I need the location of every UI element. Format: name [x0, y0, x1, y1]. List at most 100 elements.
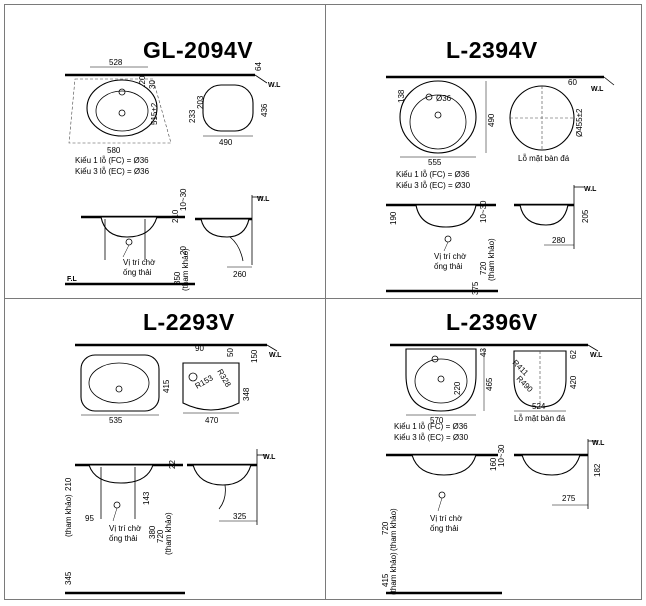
leader-line — [122, 244, 130, 258]
basin-side-profile — [100, 216, 158, 238]
wall-leader — [254, 74, 268, 84]
basin-top-outline — [80, 354, 160, 412]
dim-label: 436 — [260, 103, 269, 117]
dim-label: 325 — [233, 512, 247, 521]
drain-label: Vị trí chờ — [123, 258, 156, 267]
basin-side-profile — [415, 204, 477, 228]
dim-label: 60 — [568, 78, 577, 87]
dim-label: 720 — [479, 261, 488, 275]
l-2394v-drawing: W.L 60 Ø36 138 555 490 Ø455±2 Lỗ mặt bàn… — [386, 75, 615, 295]
dim-label: 345 — [64, 571, 73, 585]
dim-label: 420 — [569, 375, 578, 389]
basin-side-profile — [519, 204, 569, 226]
drain-marker — [438, 491, 446, 499]
wall-leader — [603, 76, 615, 86]
basin-bowl — [88, 362, 150, 404]
countertop-note: Lỗ mặt bàn đá — [514, 414, 566, 423]
wall-leader — [587, 344, 599, 352]
dim-label: Ø36 — [436, 94, 452, 103]
wall-label: W.L — [590, 352, 603, 359]
basin-side-profile — [521, 454, 581, 476]
drain-label: ống thải — [123, 268, 152, 277]
drain-label: Vị trí chờ — [109, 524, 142, 533]
model-title: L-2394V — [446, 37, 538, 63]
gl-2094v-drawing: W.L 64 528 120 30 580 515±2 233 203 436 … — [65, 58, 281, 291]
dim-label: (tham khảo) — [389, 508, 398, 551]
faucet-note: Kiểu 3 lỗ (EC) = Ø30 — [396, 181, 471, 190]
basin-side-profile — [411, 454, 477, 476]
dim-label: 210 — [171, 209, 180, 223]
floor-label: F.L — [67, 276, 77, 283]
panel-gl-2094v: GL-2094V W.L 64 528 120 30 580 515±2 233… — [4, 4, 326, 299]
cutout-template — [182, 362, 240, 411]
dim-label: 260 — [233, 270, 247, 279]
drain-label: ống thải — [434, 262, 463, 271]
dim-label: 182 — [593, 463, 602, 477]
faucet-note: Kiểu 1 lỗ (FC) = Ø36 — [394, 422, 468, 431]
dim-label: 380 — [148, 525, 157, 539]
dim-label: 210 — [64, 477, 73, 491]
faucet-note: Kiểu 3 lỗ (EC) = Ø30 — [394, 433, 469, 442]
dim-label: 90 — [195, 344, 204, 353]
faucet-hole — [425, 93, 433, 101]
dim-label: 160 — [489, 457, 498, 471]
dim-label: 535 — [109, 416, 123, 425]
dim-label: 415 — [162, 379, 171, 393]
bracket — [229, 236, 244, 262]
drain-marker — [113, 501, 121, 509]
dim-label: 30 — [148, 80, 157, 89]
drain-hole — [115, 385, 123, 393]
dim-label: 280 — [552, 236, 566, 245]
dim-label: 22 — [168, 460, 177, 469]
basin-top-outline — [405, 348, 477, 412]
dim-label: 62 — [569, 350, 578, 359]
faucet-hole — [188, 372, 198, 382]
dim-label: 415 — [381, 573, 390, 587]
basin-side-profile — [88, 464, 154, 484]
drain-marker — [444, 235, 452, 243]
basin-side-profile — [192, 464, 252, 486]
drain-hole — [118, 109, 126, 117]
basin-top-outline — [399, 80, 477, 154]
dim-label: 570 — [430, 416, 444, 425]
leader-line — [443, 241, 449, 252]
basin-bowl — [409, 94, 467, 150]
dim-label: 515±2 — [150, 102, 159, 125]
dim-label: (tham khảo) — [389, 552, 398, 595]
dim-label: 275 — [562, 494, 576, 503]
basin-bowl — [95, 90, 149, 132]
dim-label: 720 — [156, 529, 165, 543]
dim-label: 470 — [205, 416, 219, 425]
dim-label: 580 — [107, 146, 121, 155]
dim-label: 490 — [219, 138, 233, 147]
l-2396v-drawing: W.L 43 220 465 570 R411 R490 420 62 524 … — [381, 343, 605, 595]
dim-label: (tham khảo) — [487, 238, 496, 281]
dim-label: 190 — [389, 211, 398, 225]
basin-side-profile — [200, 218, 250, 238]
model-title: L-2293V — [143, 309, 235, 335]
wall-label: W.L — [269, 352, 282, 359]
drain-hole — [434, 111, 442, 119]
dim-label: 203 — [196, 95, 205, 109]
basin-top-outline — [86, 79, 158, 137]
dim-label: 10~30 — [179, 188, 188, 211]
countertop-outline — [68, 78, 172, 144]
dim-label: (tham khảo) — [164, 512, 173, 555]
cutout-template — [202, 84, 254, 132]
drain-marker — [125, 238, 133, 246]
drain-label: ống thải — [430, 524, 459, 533]
drain-hole — [437, 375, 445, 383]
dim-label: 465 — [485, 377, 494, 391]
dim-label: 10~30 — [479, 200, 488, 223]
faucet-hole — [118, 88, 126, 96]
leader-line — [112, 507, 118, 522]
faucet-note: Kiểu 1 lỗ (FC) = Ø36 — [396, 170, 470, 179]
dim-label: 143 — [142, 491, 151, 505]
dim-label: 720 — [381, 521, 390, 535]
dim-label: 220 — [453, 381, 462, 395]
dim-label: 120 — [138, 75, 147, 89]
dim-label: 138 — [397, 89, 406, 103]
basin-bowl — [414, 358, 468, 404]
drain-label: Vị trí chờ — [434, 252, 467, 261]
